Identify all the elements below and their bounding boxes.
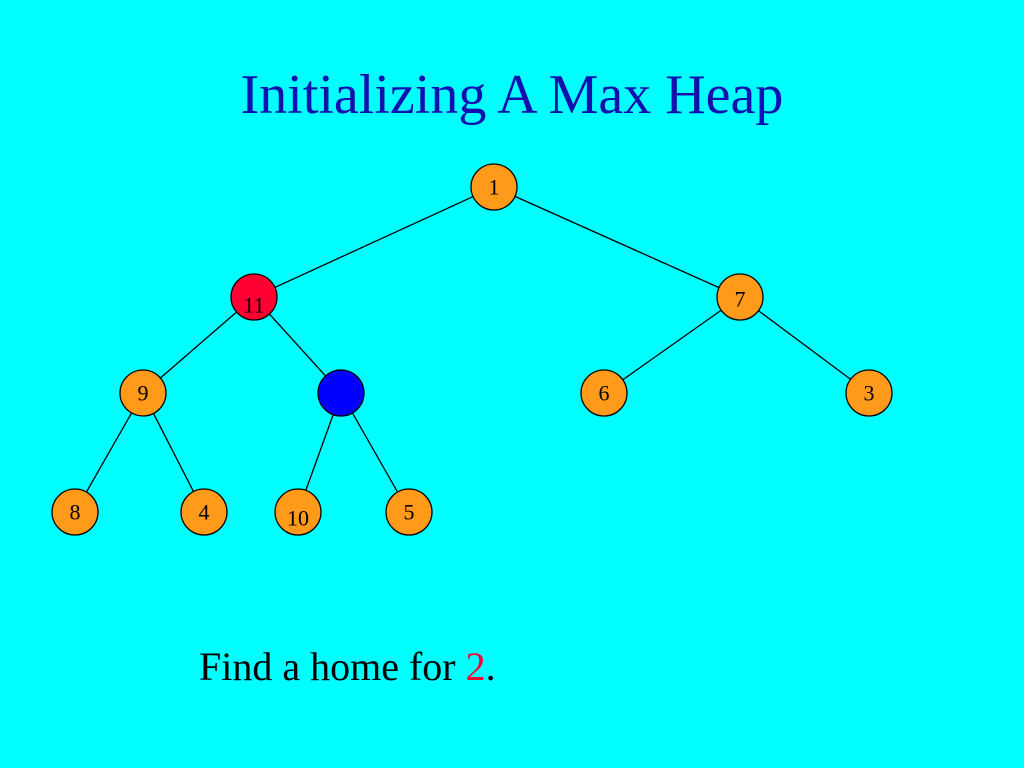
- tree-edge: [305, 414, 334, 491]
- node-circle: [470, 163, 518, 211]
- tree-edge: [268, 313, 327, 377]
- heap-node-11: 11: [230, 273, 278, 321]
- node-circle: [274, 488, 322, 536]
- node-circle: [580, 369, 628, 417]
- node-label: 10: [287, 506, 309, 531]
- heap-node-1: 1: [470, 163, 518, 211]
- node-label: 3: [864, 381, 875, 406]
- heap-node-vacant: [317, 369, 365, 417]
- node-label: 5: [404, 500, 415, 525]
- node-circle: [385, 488, 433, 536]
- tree-edge: [514, 195, 720, 289]
- slide-title: Initializing A Max Heap: [240, 64, 784, 126]
- caption-value: 2: [465, 644, 486, 689]
- node-circle: [317, 369, 365, 417]
- caption-suffix: .: [485, 644, 496, 689]
- node-label: 6: [599, 381, 610, 406]
- tree-edge: [758, 310, 851, 380]
- heap-node-7: 7: [716, 273, 764, 321]
- node-label: 7: [735, 287, 746, 312]
- heap-node-3: 3: [845, 369, 893, 417]
- tree-edge: [274, 195, 474, 289]
- node-circle: [119, 369, 167, 417]
- tree-edge: [351, 412, 399, 493]
- node-label: 8: [70, 500, 81, 525]
- node-circle: [230, 273, 278, 321]
- heap-node-10: 10: [274, 488, 322, 536]
- node-label: 4: [199, 500, 210, 525]
- heap-node-5: 5: [385, 488, 433, 536]
- heap-node-4: 4: [180, 488, 228, 536]
- caption: Find a home for 2.: [199, 644, 496, 690]
- node-circle: [845, 369, 893, 417]
- node-label: 11: [243, 293, 264, 318]
- heap-node-6: 6: [580, 369, 628, 417]
- node-label: 9: [138, 381, 149, 406]
- tree-edge: [85, 412, 133, 493]
- node-label: 1: [489, 175, 500, 200]
- edges-layer: [85, 195, 851, 493]
- tree-edge: [152, 413, 195, 492]
- heap-node-9: 9: [119, 369, 167, 417]
- node-circle: [51, 488, 99, 536]
- caption-prefix: Find a home for: [199, 644, 466, 689]
- tree-edge: [622, 309, 722, 381]
- node-circle: [180, 488, 228, 536]
- tree-edge: [159, 311, 238, 379]
- heap-node-8: 8: [51, 488, 99, 536]
- node-circle: [716, 273, 764, 321]
